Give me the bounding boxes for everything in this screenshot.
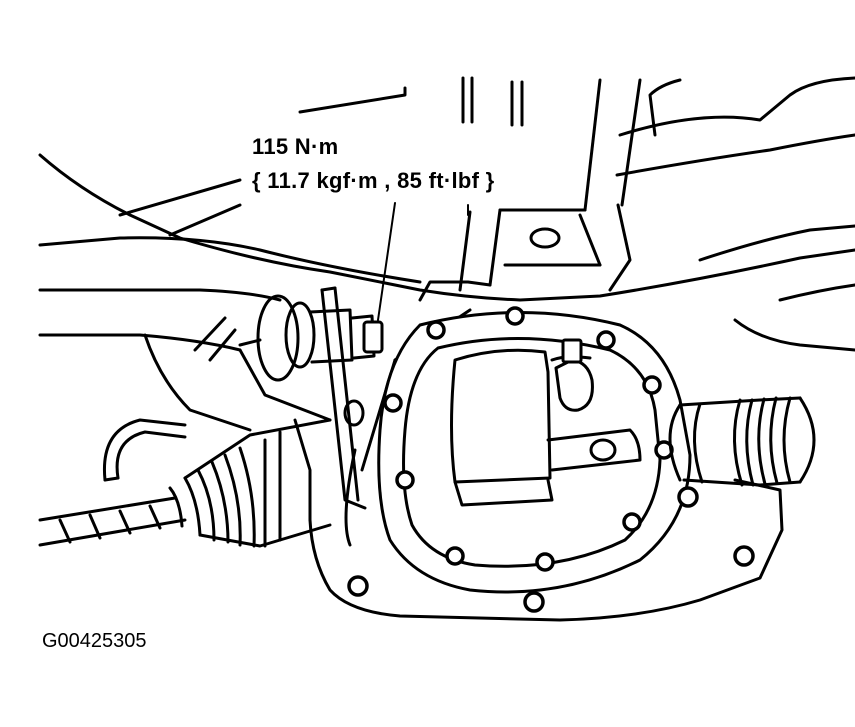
torque-leader-line xyxy=(377,202,469,321)
vehicle-frame-lines xyxy=(38,76,855,352)
frame-crossmember xyxy=(418,76,642,302)
figure-code: G00425305 xyxy=(42,630,147,652)
housing-bolts xyxy=(347,486,755,613)
torque-value-label: 115 N·m xyxy=(252,134,339,159)
differential-cover xyxy=(377,311,692,594)
brake-line xyxy=(102,418,187,482)
axle-housing-left xyxy=(143,333,332,522)
left-axle-shaft xyxy=(38,418,332,548)
torque-conversion-label: { 11.7 kgf·m , 85 ft·lbf } xyxy=(252,168,495,193)
right-axle-tube xyxy=(668,396,816,487)
pinion-flange xyxy=(193,294,384,382)
mounting-bracket xyxy=(320,286,367,510)
